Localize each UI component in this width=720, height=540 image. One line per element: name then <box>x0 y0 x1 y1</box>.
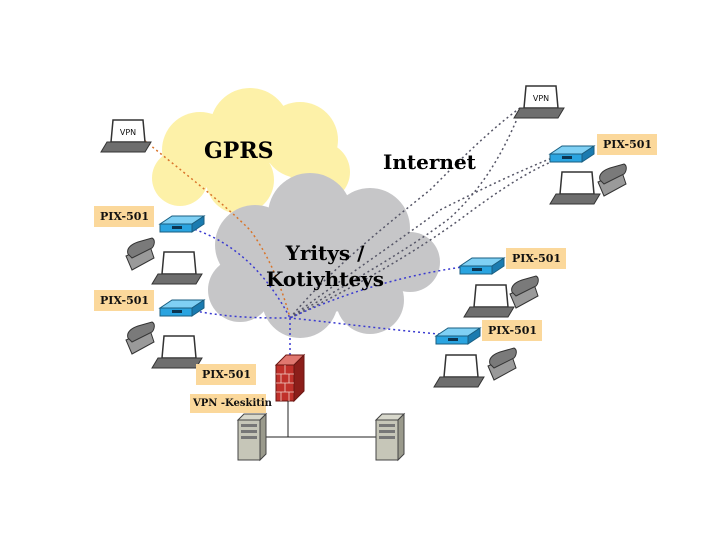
remote-laptop-left: VPN <box>100 119 152 153</box>
remote-laptop-right: VPN <box>513 85 565 119</box>
gprs-link <box>132 130 291 319</box>
server-lan <box>262 401 376 438</box>
router-icon <box>549 145 595 163</box>
internet-links <box>289 107 557 319</box>
company-cloud-label: Yritys / Kotiyhteys <box>255 240 395 292</box>
laptop-icon <box>549 171 601 205</box>
company-cloud-line1: Yritys / <box>285 241 365 265</box>
laptop-icon <box>433 354 485 388</box>
site-label-left-top: PIX-501 <box>94 206 154 227</box>
firewall-label: PIX-501 <box>196 364 256 385</box>
company-cloud-line2: Kotiyhteys <box>265 267 385 291</box>
server-icon <box>237 413 267 461</box>
internet-label: Internet <box>383 150 476 174</box>
firewall-icon <box>274 353 306 403</box>
site-label-right-middle: PIX-501 <box>506 248 566 269</box>
server-icon <box>375 413 405 461</box>
laptop-icon <box>151 251 203 285</box>
router-icon <box>435 327 481 345</box>
site-label-right-top: PIX-501 <box>597 134 657 155</box>
vpn-screen-label: VPN <box>120 128 136 137</box>
phone-icon <box>597 163 627 197</box>
company-cloud <box>208 173 440 338</box>
site-label-left-bottom: PIX-501 <box>94 290 154 311</box>
laptop-icon <box>463 284 515 318</box>
phone-icon <box>509 275 539 309</box>
vpn-screen-label: VPN <box>533 94 549 103</box>
gprs-label: GPRS <box>204 138 274 164</box>
lan-links <box>189 227 471 355</box>
site-label-right-bottom: PIX-501 <box>482 320 542 341</box>
router-icon <box>159 215 205 233</box>
gprs-cloud <box>152 88 350 214</box>
phone-icon <box>125 237 155 271</box>
phone-icon <box>125 321 155 355</box>
vpn-concentrator-label: VPN -Keskitin <box>190 394 272 413</box>
router-icon <box>459 257 505 275</box>
router-icon <box>159 299 205 317</box>
phone-icon <box>487 347 517 381</box>
laptop-icon <box>151 335 203 369</box>
